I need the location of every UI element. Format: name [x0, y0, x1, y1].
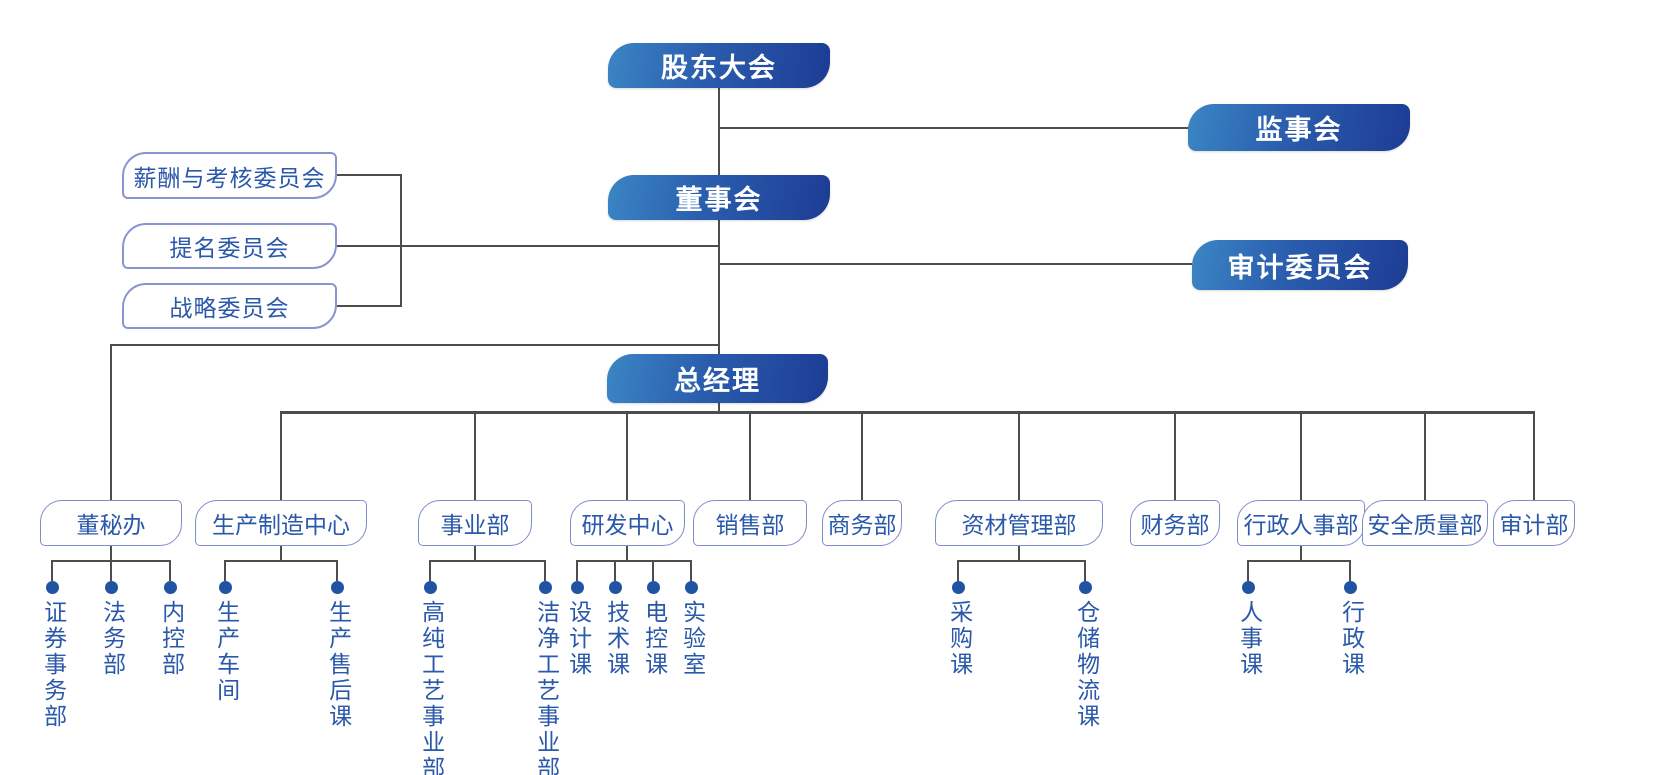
department-box-board-secretary-office: 董秘办: [40, 500, 182, 546]
connector-line: [652, 560, 654, 581]
connector-line: [1349, 560, 1351, 581]
sub-department-leaf-technology: 技术课: [602, 600, 629, 678]
department-box-finance: 财务部: [1130, 500, 1220, 546]
node-shareholders-meeting: 股东大会: [608, 43, 830, 88]
connector-line: [337, 245, 719, 247]
bullet-dot: [1344, 581, 1357, 594]
connector-line: [110, 345, 112, 500]
department-box-audit: 审计部: [1493, 500, 1575, 546]
bullet-dot: [539, 581, 552, 594]
bullet-dot: [571, 581, 584, 594]
connector-line: [1300, 413, 1302, 500]
bullet-dot: [952, 581, 965, 594]
department-box-rd-center: 研发中心: [570, 500, 685, 546]
bullet-dot: [46, 581, 59, 594]
bullet-dot: [105, 581, 118, 594]
department-box-sales: 销售部: [693, 500, 807, 546]
connector-line: [474, 413, 476, 500]
connector-line: [690, 560, 692, 581]
connector-line: [576, 560, 692, 562]
connector-line: [1018, 413, 1020, 500]
connector-line: [280, 546, 282, 561]
connector-line: [1174, 413, 1176, 500]
department-box-materials-management: 资材管理部: [935, 500, 1103, 546]
connector-line: [1084, 560, 1086, 581]
connector-line: [957, 560, 959, 581]
connector-line: [429, 560, 431, 581]
sub-department-leaf-high-purity-process: 高纯工艺事业部: [417, 600, 444, 775]
sub-department-leaf-warehouse-logistics: 仓储物流课: [1072, 600, 1099, 730]
department-box-admin-hr: 行政人事部: [1237, 500, 1365, 546]
connector-line: [429, 560, 546, 562]
department-box-production-manufacturing-center: 生产制造中心: [195, 500, 367, 546]
connector-line: [718, 403, 720, 413]
connector-line: [1018, 546, 1020, 561]
department-box-safety-quality: 安全质量部: [1362, 500, 1488, 546]
connector-line: [861, 413, 863, 500]
sub-department-leaf-laboratory: 实验室: [678, 600, 705, 678]
connector-line: [1533, 413, 1535, 500]
bullet-dot: [647, 581, 660, 594]
connector-line: [280, 413, 282, 500]
sub-department-leaf-production-workshop: 生产车间: [212, 600, 239, 704]
bullet-dot: [164, 581, 177, 594]
node-supervisory-board: 监事会: [1188, 104, 1410, 151]
department-box-business-division: 事业部: [418, 500, 532, 546]
connector-line: [336, 560, 338, 581]
connector-line: [474, 546, 476, 561]
node-board-of-directors: 董事会: [608, 175, 830, 220]
connector-line: [626, 546, 628, 561]
sub-department-leaf-legal: 法务部: [98, 600, 125, 678]
connector-line: [280, 411, 1535, 414]
bullet-dot: [685, 581, 698, 594]
connector-line: [224, 560, 338, 562]
sub-department-leaf-purchasing: 采购课: [945, 600, 972, 678]
node-general-manager: 总经理: [607, 354, 828, 403]
sub-department-leaf-clean-process: 洁净工艺事业部: [532, 600, 559, 775]
connector-line: [718, 220, 720, 354]
connector-line: [749, 413, 751, 500]
sub-department-leaf-securities-affairs: 证券事务部: [39, 600, 66, 730]
department-box-commerce: 商务部: [822, 500, 902, 546]
sub-department-leaf-administration: 行政课: [1337, 600, 1364, 678]
bullet-dot: [331, 581, 344, 594]
connector-line: [400, 174, 402, 307]
connector-line: [957, 560, 1086, 562]
sub-department-leaf-design: 设计课: [564, 600, 591, 678]
connector-line: [110, 344, 719, 346]
connector-line: [1300, 546, 1302, 561]
connector-line: [1247, 560, 1249, 581]
connector-line: [718, 88, 720, 175]
bullet-dot: [609, 581, 622, 594]
connector-line: [1424, 413, 1426, 500]
connector-line: [719, 127, 1189, 129]
connector-line: [614, 560, 616, 581]
connector-line: [719, 263, 1192, 265]
committee-box-nomination: 提名委员会: [122, 223, 337, 269]
connector-line: [1247, 560, 1351, 562]
connector-line: [337, 305, 402, 307]
connector-line: [576, 560, 578, 581]
connector-line: [169, 560, 171, 581]
committee-box-strategy: 战略委员会: [122, 283, 337, 329]
sub-department-leaf-electric-control: 电控课: [640, 600, 667, 678]
connector-line: [544, 560, 546, 581]
bullet-dot: [219, 581, 232, 594]
connector-line: [224, 560, 226, 581]
bullet-dot: [424, 581, 437, 594]
node-audit-committee: 审计委员会: [1192, 240, 1408, 290]
committee-box-remuneration-appraisal: 薪酬与考核委员会: [122, 152, 337, 199]
connector-line: [110, 560, 112, 581]
bullet-dot: [1242, 581, 1255, 594]
connector-line: [51, 560, 53, 581]
bullet-dot: [1079, 581, 1092, 594]
connector-line: [110, 546, 112, 561]
sub-department-leaf-production-aftersales: 生产售后课: [324, 600, 351, 730]
connector-line: [626, 413, 628, 500]
connector-line: [337, 174, 402, 176]
sub-department-leaf-internal-control: 内控部: [157, 600, 184, 678]
sub-department-leaf-personnel: 人事课: [1235, 600, 1262, 678]
